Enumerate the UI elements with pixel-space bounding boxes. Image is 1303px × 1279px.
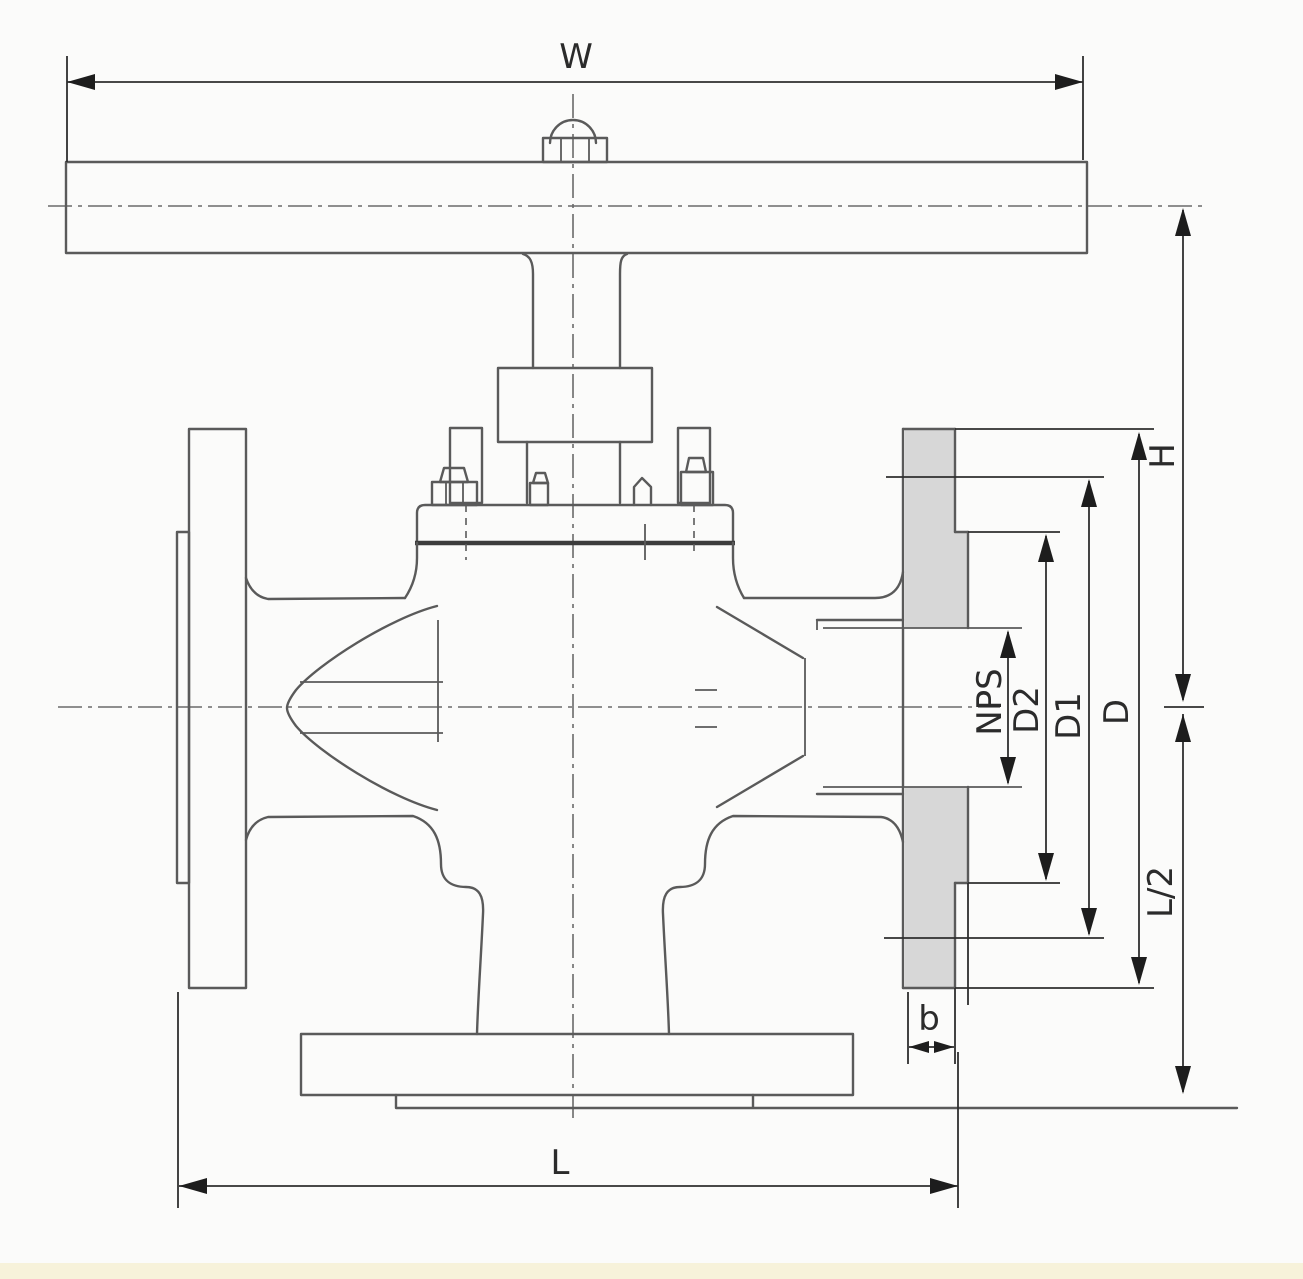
gland-flange bbox=[496, 366, 654, 444]
handwheel bbox=[64, 118, 1089, 255]
dim-NPS: NPS bbox=[970, 630, 1016, 785]
dim-H: H bbox=[1143, 208, 1204, 708]
bottom-flange-plate bbox=[299, 1032, 855, 1097]
body-bottom-left-pedestal bbox=[244, 814, 485, 1036]
dim-label-b: b bbox=[918, 999, 940, 1039]
stem-left-side bbox=[521, 252, 535, 370]
dim-label-D: D bbox=[1097, 699, 1137, 725]
stem-dome-cap bbox=[548, 118, 598, 145]
bottom-raised-face-and-baseline bbox=[394, 1093, 1239, 1110]
dim-label-D2: D2 bbox=[1007, 686, 1047, 734]
bottom-flange bbox=[299, 1032, 1239, 1110]
bonnet-neck-left bbox=[403, 541, 419, 600]
body-bottom-right-pedestal bbox=[661, 814, 905, 1036]
bonnet-plate bbox=[415, 503, 735, 545]
footer-strip bbox=[0, 1263, 1303, 1279]
dim-label-W: W bbox=[559, 37, 593, 77]
dim-W: W bbox=[66, 37, 1084, 162]
bonnet-neck-right bbox=[731, 541, 746, 600]
centerlines bbox=[48, 94, 1205, 1122]
left-stud bbox=[448, 426, 484, 505]
left-flange bbox=[175, 427, 248, 990]
right-flange bbox=[815, 427, 1022, 990]
dim-D1: D1 bbox=[884, 476, 1104, 939]
dim-label-D1: D1 bbox=[1049, 692, 1089, 740]
dim-label-H: H bbox=[1143, 443, 1183, 469]
dim-label-L: L bbox=[551, 1143, 570, 1183]
left-raised-face bbox=[175, 530, 191, 885]
right-seat-cone-top bbox=[715, 605, 805, 660]
dim-D2: D2 bbox=[968, 531, 1060, 884]
dim-L-half: L/2 bbox=[1141, 714, 1191, 1094]
handwheel-nut bbox=[541, 136, 609, 164]
dim-L: L bbox=[177, 992, 959, 1208]
center-pin bbox=[632, 476, 653, 507]
dim-label-NPS: NPS bbox=[970, 668, 1010, 736]
stem-and-gland bbox=[496, 252, 654, 505]
plug-cone-profile bbox=[285, 604, 439, 812]
dim-label-L-half: L/2 bbox=[1141, 866, 1181, 918]
plug-internals bbox=[285, 604, 806, 812]
dim-D: D bbox=[955, 428, 1154, 989]
stem-right-side bbox=[618, 252, 629, 370]
body-top-left bbox=[244, 576, 407, 601]
right-stud bbox=[676, 426, 712, 505]
dim-b: b bbox=[907, 883, 969, 1064]
bonnet bbox=[403, 503, 746, 600]
right-seat-cone-bottom bbox=[715, 754, 805, 809]
